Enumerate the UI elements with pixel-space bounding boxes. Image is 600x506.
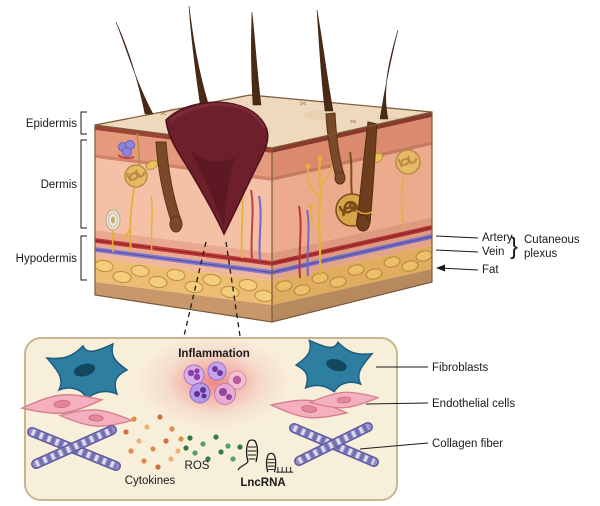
cutaneous-plexus-label-line2: plexus xyxy=(524,248,557,260)
lncrna-glyph xyxy=(265,452,294,473)
layer-labels: Epidermis Dermis Hypodermis xyxy=(16,111,87,281)
lncrna-glyph xyxy=(237,439,259,471)
fat-arrowhead xyxy=(436,264,445,272)
inflammation-label: Inflammation xyxy=(178,348,250,360)
vascular-knot xyxy=(117,140,135,160)
capillary-vein xyxy=(306,209,310,277)
collagen-pointer-line xyxy=(359,442,429,450)
endothelial-cell xyxy=(58,406,134,430)
immune-cell xyxy=(227,370,247,390)
hair-follicle-front xyxy=(145,141,183,233)
immune-cell xyxy=(189,382,211,404)
vein-pointer-line xyxy=(435,249,479,253)
fibroblasts-label: Fibroblasts xyxy=(432,362,488,374)
skin-block xyxy=(94,5,433,323)
collagen-fibers-left xyxy=(27,425,121,471)
inflammation-panel: Inflammation xyxy=(20,334,398,501)
hair-follicle-side-small xyxy=(325,112,346,185)
immune-cell xyxy=(214,383,236,405)
hair xyxy=(251,11,262,106)
artery-pointer-line xyxy=(435,235,479,239)
sebaceous-gland-side xyxy=(395,149,421,229)
dermis-label: Dermis xyxy=(41,179,78,191)
hair-follicle-side-large xyxy=(355,121,384,232)
endothelial-cell xyxy=(20,390,104,418)
fat-pointer-line xyxy=(439,267,479,271)
hair xyxy=(115,21,154,115)
immune-cell xyxy=(183,364,205,386)
dermis-bracket xyxy=(80,139,87,229)
wound xyxy=(165,101,269,236)
fat-cells-side xyxy=(275,250,433,296)
pacinian-corpuscle xyxy=(105,209,121,253)
artery-label: Artery xyxy=(482,232,513,244)
collagen-fiber-label: Collagen fiber xyxy=(432,438,503,450)
vein-label: Vein xyxy=(482,246,504,258)
plexus-brace: } xyxy=(510,233,518,260)
hypodermis-bracket xyxy=(80,235,87,281)
endothelial-cell xyxy=(269,395,349,423)
ros-dots xyxy=(183,434,243,462)
hair xyxy=(188,5,209,104)
ros-label: ROS xyxy=(185,460,210,472)
hypodermis-label: Hypodermis xyxy=(16,253,78,265)
endothelial-cells-label: Endothelial cells xyxy=(432,398,515,410)
block-outline xyxy=(94,94,433,323)
collagen-fibers-right xyxy=(289,422,379,467)
fibroblast-cell-left xyxy=(45,342,129,400)
hairs xyxy=(115,5,399,120)
cytokines-label: Cytokines xyxy=(125,475,176,487)
vessel-labels: Artery Vein } Cutaneous plexus Fat xyxy=(435,232,580,276)
lncrna-label: LncRNA xyxy=(240,477,285,489)
immune-cell xyxy=(207,361,227,381)
capillary-artery xyxy=(298,205,302,279)
nerve-fiber-left xyxy=(122,187,135,253)
immune-cells xyxy=(183,361,247,405)
fat-label: Fat xyxy=(482,264,499,276)
epidermis-label: Epidermis xyxy=(26,118,77,130)
capillary-artery xyxy=(250,189,254,261)
cutaneous-plexus-label-line1: Cutaneous xyxy=(524,234,580,246)
nerve-fiber xyxy=(150,195,153,255)
fibroblast-cell-right xyxy=(294,339,374,393)
sebaceous-gland-front xyxy=(124,132,148,188)
panel-labels: Fibroblasts Endothelial cells Collagen f… xyxy=(359,362,515,450)
cytokine-dots xyxy=(123,414,184,470)
endothelial-cell xyxy=(308,389,380,411)
hair xyxy=(316,9,334,112)
endothelial-pointer-line xyxy=(365,402,429,405)
wound-zoom-dashed-lines xyxy=(183,241,241,337)
hair xyxy=(379,29,399,120)
capillary-vein xyxy=(258,195,262,262)
endothelial-cells xyxy=(20,389,380,430)
epidermis-bracket xyxy=(80,111,87,135)
